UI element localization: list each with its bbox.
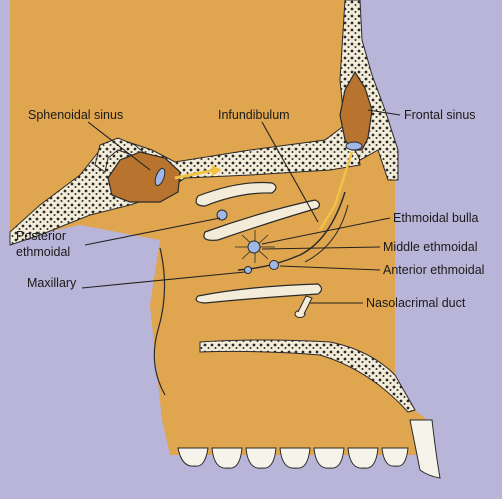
anterior-ethmoidal-opening	[270, 261, 279, 270]
label-posterior-ethmoidal-line1: Posterior	[16, 229, 66, 243]
label-ethmoidal-bulla: Ethmoidal bulla	[393, 211, 479, 225]
frontal-sinus-opening	[346, 142, 362, 150]
label-nasolacrimal-duct: Nasolacrimal duct	[366, 296, 466, 310]
maxillary-opening	[245, 267, 252, 274]
label-frontal-sinus: Frontal sinus	[404, 108, 476, 122]
middle-ethmoidal-opening	[248, 241, 260, 253]
label-posterior-ethmoidal-line2: ethmoidal	[16, 245, 70, 259]
label-anterior-ethmoidal: Anterior ethmoidal	[383, 263, 484, 277]
label-sphenoidal-sinus: Sphenoidal sinus	[28, 108, 123, 122]
label-middle-ethmoidal: Middle ethmoidal	[383, 240, 478, 254]
label-infundibulum: Infundibulum	[218, 108, 290, 122]
label-maxillary: Maxillary	[27, 276, 77, 290]
